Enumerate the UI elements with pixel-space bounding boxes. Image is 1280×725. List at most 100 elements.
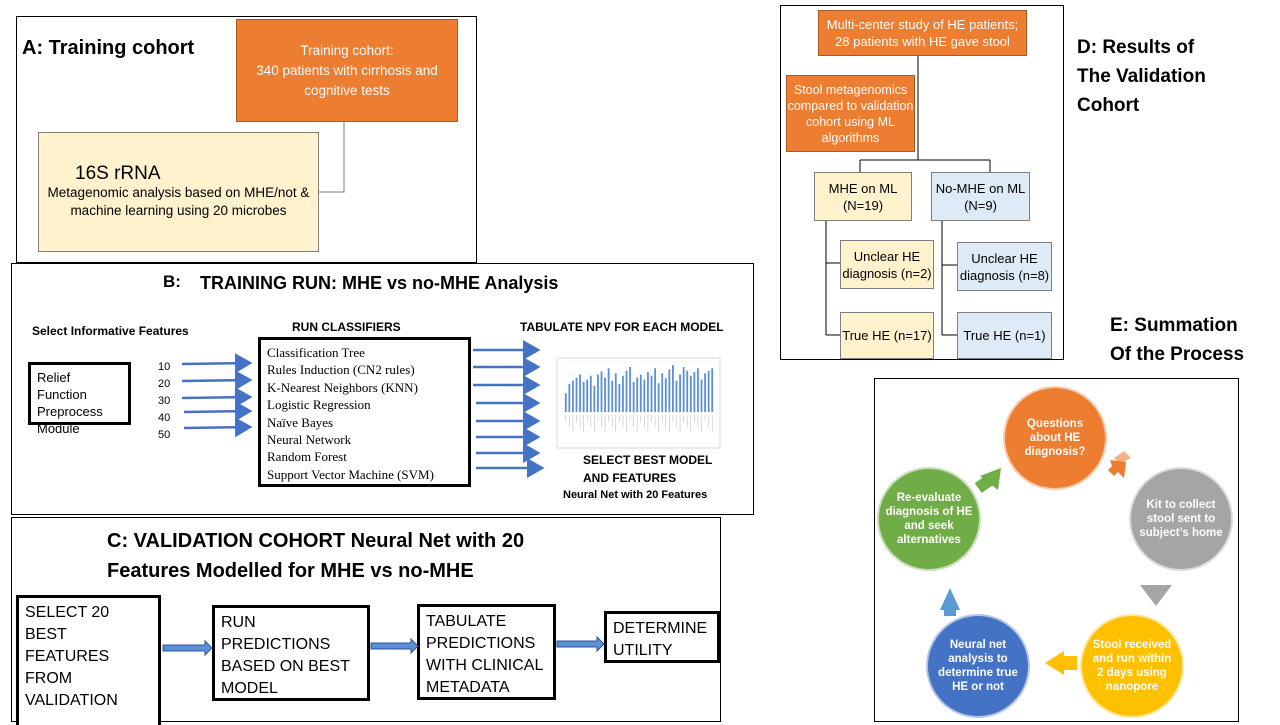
unclear-right-box: Unclear HE diagnosis (n=8) [957,242,1052,291]
panel-a-label: A: Training cohort [22,37,195,59]
cycle-step-questions: Questions about HE diagnosis? [1003,386,1107,490]
cycle-step-text: Kit to collect stool sent to subject’s h… [1139,499,1223,539]
cycle-arrow-green [980,468,1001,490]
select-best-label: SELECT BEST MODEL AND FEATURES [583,453,713,485]
cycle-arrow-orange [1114,451,1131,470]
cycle-step-reevaluate: Re-evaluate diagnosis of HE and seek alt… [877,467,981,571]
cycle-step-text: Stool received and run within 2 days usi… [1092,639,1172,693]
feature-count: 20 [158,378,171,390]
run-classifiers-label: RUN CLASSIFIERS [292,320,401,334]
rrna-title: 16S rRNA [75,162,161,184]
true-left-box: True HE (n=17) [840,312,934,359]
mini-chart-bar [582,382,585,412]
mini-chart-bar [711,368,714,412]
unclear-right-box-text: Unclear HE diagnosis (n=8) [959,250,1050,283]
mini-chart-bar [679,374,681,412]
panel-c-title-line2: Features Modelled for MHE vs no-MHE [107,560,474,582]
mini-chart-bar [650,375,653,412]
true-right-box-text: True HE (n=1) [963,328,1046,343]
mini-chart-bar [575,377,578,413]
mini-chart-bar [600,371,603,413]
mini-chart-bar [632,382,635,412]
classifier-item: Logistic Regression [267,397,371,413]
metagenomics-box-text: Stool metagenomics compared to validatio… [787,82,914,145]
unclear-left-box: Unclear HE diagnosis (n=2) [840,240,934,289]
cycle-arrow-orange-fill [1108,460,1126,478]
relief-box: Relief Function Preprocess Module [28,362,131,436]
mini-chart-bar [625,370,628,412]
mhe-box: MHE on ML (N=19) [814,172,912,221]
mini-chart-bar [707,370,710,412]
best-model-label: Neural Net with 20 Features [563,489,708,501]
rrna-text: Metagenomic analysis based on MHE/not & … [47,184,310,218]
tabulate-npv-label: TABULATE NPV FOR EACH MODEL [520,320,724,334]
step-tabulate-predictions-text: TABULATE PREDICTIONS WITH CLINICAL METAD… [426,613,543,696]
classifier-item: Classification Tree [267,345,365,360]
panel-d-label-line3: Cohort [1077,95,1140,116]
mini-chart-bar [689,375,692,412]
mini-chart-bar [572,380,574,412]
classifiers-box: Classification Tree Rules Induction (CN2… [258,337,471,487]
mini-chart-bar [668,369,671,412]
panel-e-label-line1: E: Summation [1110,315,1238,336]
classifier-item: Naïve Bayes [267,414,334,430]
feature-count: 30 [158,395,171,407]
select-features-label: Select Informative Features [32,324,189,338]
training-cohort-box: Training cohort: 340 patients with cirrh… [236,19,458,122]
cycle-step-text: Re-evaluate diagnosis of HE and seek alt… [885,492,973,546]
feature-count: 50 [158,429,171,441]
panel-c-title-line1: C: VALIDATION COHORT Neural Net with 20 [107,530,525,552]
cycle-arrow-blue [940,588,960,610]
step-run-predictions: RUN PREDICTIONS BASED ON BEST MODEL [212,605,370,701]
nomhe-box: No-MHE on ML (N=9) [931,172,1030,221]
step-determine-utility: DETERMINE UTILITY [604,611,720,663]
unclear-left-box-text: Unclear HE diagnosis (n=2) [842,248,932,281]
mini-chart-bar [675,380,678,412]
relief-box-text: Relief Function Preprocess Module [37,370,103,436]
classifier-item: Rules Induction (CN2 rules) [267,362,415,378]
cycle-step-neural-net: Neural net analysis to determine true HE… [926,614,1030,718]
step-determine-utility-text: DETERMINE UTILITY [613,620,708,659]
mini-chart-bar [636,377,639,413]
mini-chart-bar [639,374,642,412]
cycle-step-kit: Kit to collect stool sent to subject’s h… [1129,467,1233,571]
feature-count: 40 [158,412,171,424]
mini-chart-bar [664,378,667,412]
feature-count: 10 [158,361,171,373]
mini-chart-bar [697,368,699,412]
study-box-text: Multi-center study of HE patients; 28 pa… [826,17,1019,49]
mini-chart-bar [589,375,592,412]
mini-chart-bar [622,375,624,412]
classifier-item: Support Vector Machine (SVM) [267,466,434,482]
step-run-predictions-text: RUN PREDICTIONS BASED ON BEST MODEL [221,614,350,697]
classifier-item: Neural Network [267,432,352,448]
mini-chart-bar [647,372,649,412]
step-select-features-text: SELECT 20 BEST FEATURES FROM VALIDATION [25,604,118,709]
training-cohort-title: Training cohort: [300,42,394,58]
mini-chart-bar [607,368,610,412]
panel-b-title: TRAINING RUN: MHE vs no-MHE Analysis [200,273,559,293]
step-tabulate-predictions: TABULATE PREDICTIONS WITH CLINICAL METAD… [417,604,556,700]
cycle-step-text: Questions about HE diagnosis? [1024,418,1086,458]
mini-chart-bar [618,383,621,413]
true-left-box-text: True HE (n=17) [842,328,932,343]
mini-chart-bar [579,374,581,412]
mini-chart-bar [682,367,685,412]
mini-chart-bar [568,383,571,413]
feature-count-list: 10 20 30 40 50 [158,359,180,444]
metagenomics-box: Stool metagenomics compared to validatio… [786,75,915,152]
mini-chart-bar [614,373,617,412]
mini-chart-bar [604,377,606,413]
mini-chart-bar [661,373,664,412]
mini-chart-bar [657,383,660,412]
mini-chart-bar [672,365,674,413]
cycle-arrow-yellow [1045,651,1064,675]
mini-chart-bar [564,393,567,412]
mini-chart-bar [629,367,631,412]
training-cohort-text: 340 patients with cirrhosis and cognitiv… [256,62,438,98]
